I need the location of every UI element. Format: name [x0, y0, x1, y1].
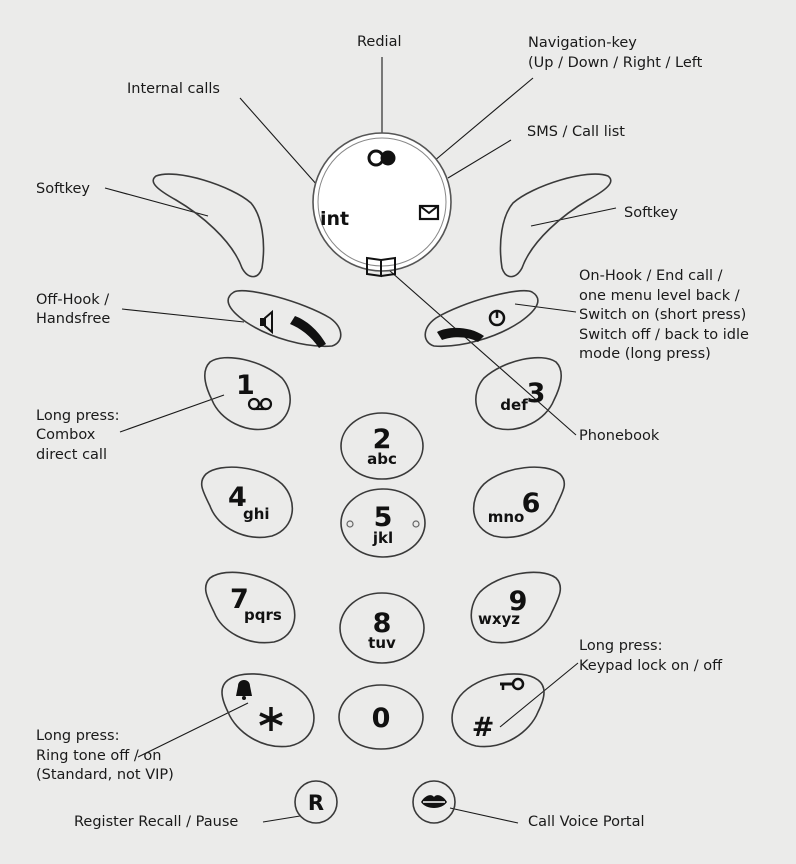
key-icon — [500, 677, 525, 691]
key-4[interactable] — [200, 466, 294, 539]
key-7-digit: 7 — [230, 584, 249, 615]
callout-off-hook — [121, 308, 245, 323]
label-internal-calls: Internal calls — [127, 81, 220, 97]
label-ringtone-line2: Ring tone off / on — [36, 748, 162, 764]
label-redial: Redial — [357, 34, 402, 50]
callout-recall — [262, 815, 301, 823]
callout-softkey-left — [104, 187, 209, 217]
key-9-letters: wxyz — [478, 610, 520, 628]
label-on-hook-line2: one menu level back / — [579, 288, 740, 304]
callout-phonebook — [380, 262, 577, 436]
callout-combox — [119, 394, 225, 433]
key-hash-symbol: # — [472, 712, 495, 743]
callout-lines — [104, 57, 617, 824]
label-phonebook: Phonebook — [579, 428, 660, 444]
label-combox-line1: Long press: — [36, 408, 120, 424]
phonebook-book-icon — [366, 256, 396, 278]
label-off-hook-line1: Off-Hook / — [36, 292, 110, 308]
key-8[interactable] — [339, 592, 425, 664]
key-0-digit: 0 — [372, 703, 391, 734]
key-2[interactable] — [340, 412, 424, 480]
asterisk-icon — [259, 707, 283, 731]
label-on-hook-line1: On-Hook / End call / — [579, 268, 723, 284]
off-hook-key[interactable] — [227, 289, 342, 348]
key-hash[interactable] — [451, 673, 545, 748]
voicemail-icon — [247, 397, 273, 411]
key-2-digit: 2 — [373, 424, 392, 455]
on-hook-key[interactable] — [424, 289, 539, 348]
key-3-digit: 3 — [527, 378, 546, 409]
key-8-letters: tuv — [368, 634, 396, 652]
key-7-letters: pqrs — [244, 606, 282, 624]
key-6-digit: 6 — [522, 488, 541, 519]
label-softkey-left: Softkey — [36, 181, 90, 197]
redial-icon — [367, 149, 396, 167]
bell-icon — [236, 680, 252, 700]
key-recall[interactable] — [294, 780, 338, 824]
key-5[interactable] — [340, 488, 426, 558]
label-on-hook-line5: mode (long press) — [579, 346, 711, 362]
speaker-icon — [260, 309, 273, 335]
label-softkey-right: Softkey — [624, 205, 678, 221]
key-1[interactable] — [204, 356, 291, 431]
label-voice-portal: Call Voice Portal — [528, 814, 645, 830]
key-9-digit: 9 — [509, 586, 528, 617]
key-8-digit: 8 — [373, 608, 392, 639]
off-hook-handset-icon — [290, 316, 326, 348]
key-7[interactable] — [204, 571, 296, 644]
key-4-digit: 4 — [228, 482, 247, 513]
callout-keylock — [499, 662, 579, 728]
callout-softkey-right — [530, 207, 617, 227]
label-recall: Register Recall / Pause — [74, 814, 239, 830]
key-6-letters: mno — [488, 508, 525, 526]
softkey-right[interactable] — [499, 173, 612, 278]
label-combox-line3: direct call — [36, 447, 107, 463]
label-navigation-line2: (Up / Down / Right / Left — [528, 55, 703, 71]
key-3[interactable] — [475, 356, 562, 431]
key-1-digit: 1 — [236, 370, 255, 401]
label-navigation-line1: Navigation-key — [528, 35, 637, 51]
internal-calls-key-label: int — [320, 208, 349, 230]
callout-on-hook — [514, 303, 577, 313]
key-4-letters: ghi — [243, 505, 270, 523]
callout-voice-portal — [449, 807, 519, 824]
key-voice-portal[interactable] — [412, 780, 456, 824]
key-recall-letter: R — [308, 791, 324, 815]
label-ringtone-line3: (Standard, not VIP) — [36, 767, 174, 783]
key-3-letters: def — [500, 396, 528, 414]
label-sms-call-list: SMS / Call list — [527, 124, 625, 140]
label-off-hook-line2: Handsfree — [36, 311, 111, 327]
key-6[interactable] — [472, 466, 566, 539]
sms-envelope-icon — [418, 204, 440, 221]
lips-icon — [421, 795, 447, 808]
callout-sms — [447, 139, 512, 179]
key-5-digit: 5 — [374, 502, 393, 533]
label-keylock-line2: Keypad lock on / off — [579, 658, 723, 674]
key-9[interactable] — [470, 571, 562, 644]
label-on-hook-line4: Switch off / back to idle — [579, 327, 749, 343]
power-icon — [488, 309, 506, 327]
key-2-letters: abc — [367, 450, 397, 468]
callout-ringtone — [137, 702, 249, 758]
key-star[interactable] — [221, 673, 315, 748]
label-ringtone-line1: Long press: — [36, 728, 120, 744]
label-keylock-line1: Long press: — [579, 638, 663, 654]
softkey-left[interactable] — [152, 173, 265, 278]
label-on-hook-line3: Switch on (short press) — [579, 307, 747, 323]
on-hook-handset-icon — [437, 327, 484, 342]
label-combox-line2: Combox — [36, 427, 96, 443]
key-5-left-dot — [346, 520, 354, 528]
key-0[interactable] — [338, 684, 424, 750]
key-5-right-dot — [412, 520, 420, 528]
key-5-letters: jkl — [372, 529, 393, 547]
